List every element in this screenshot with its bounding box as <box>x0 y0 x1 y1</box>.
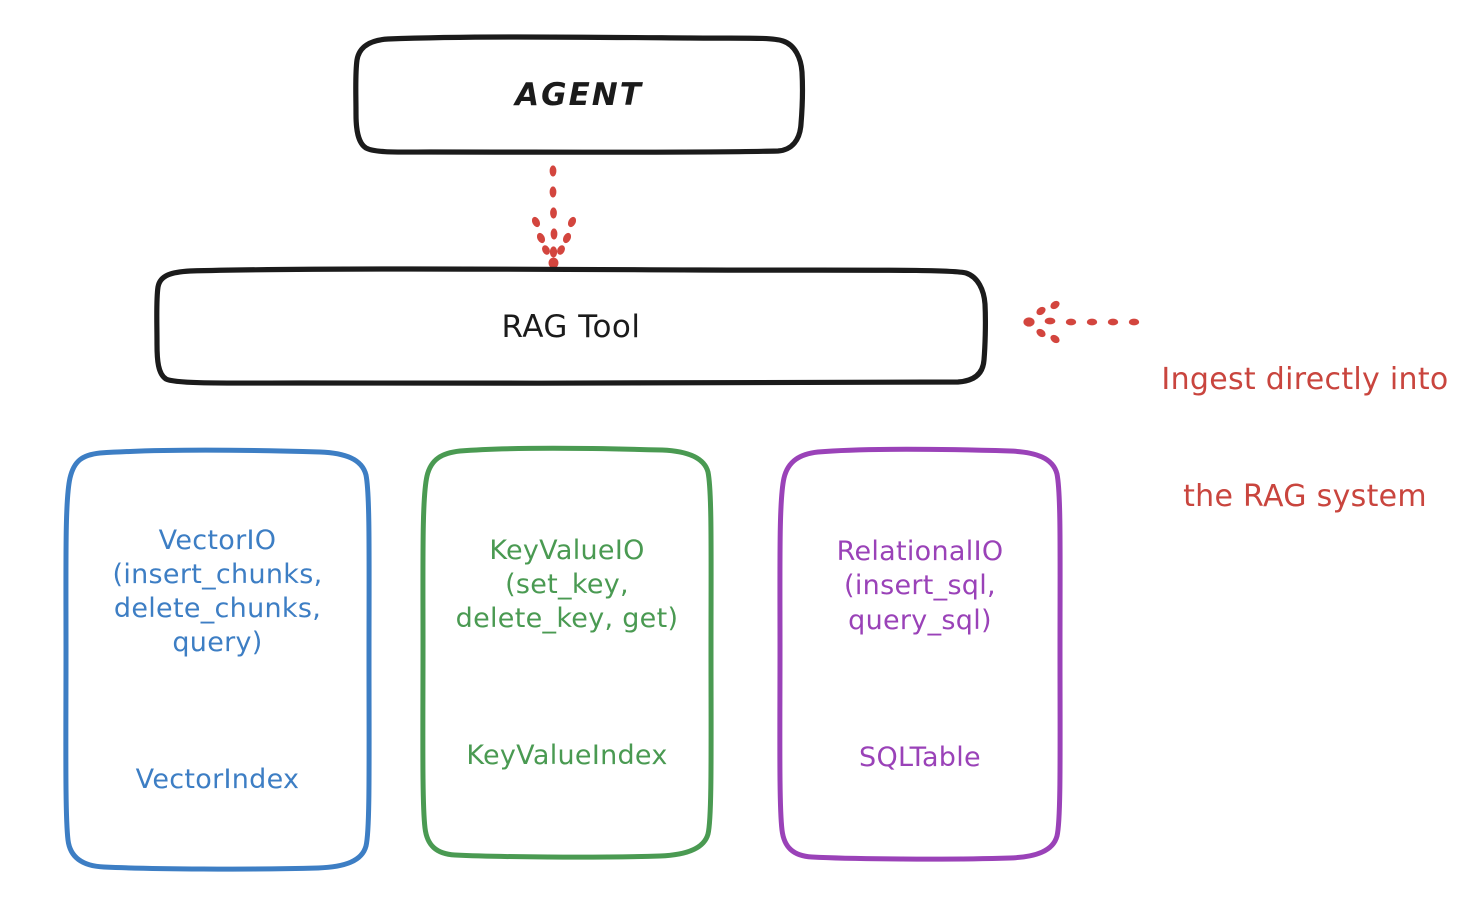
relational-store-box-outline[interactable] <box>777 446 1063 862</box>
agent-box-outline[interactable] <box>353 34 806 155</box>
ingest-annotation-line-2: the RAG system <box>1183 479 1427 514</box>
keyvalue-store-box-outline[interactable] <box>420 445 714 860</box>
agent-to-rag-dotted-arrow <box>531 165 577 269</box>
ingest-annotation-line-1: Ingest directly into <box>1161 362 1449 397</box>
vector-store-box-outline[interactable] <box>63 447 372 872</box>
ingest-to-rag-dotted-arrow <box>1023 300 1140 344</box>
rag-tool-box-outline[interactable] <box>154 266 989 386</box>
ingest-annotation: Ingest directly into the RAG system <box>1140 282 1470 594</box>
